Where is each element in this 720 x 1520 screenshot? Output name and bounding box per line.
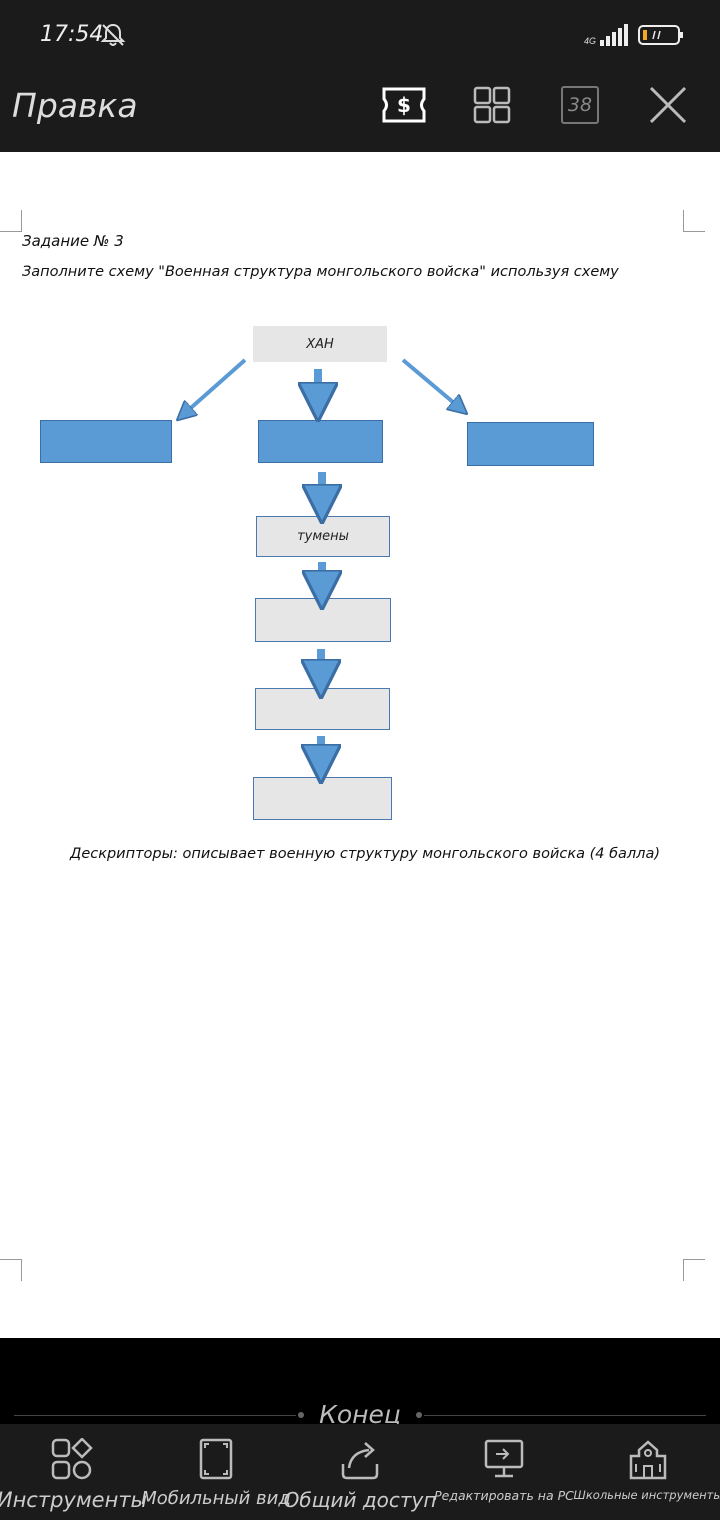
close-icon (649, 86, 687, 124)
page-count: 38 (561, 86, 599, 124)
end-divider-right (424, 1415, 706, 1416)
share-button[interactable]: Общий доступ (284, 1424, 436, 1520)
crop-mark (683, 210, 705, 232)
crop-mark (0, 210, 22, 232)
tumens-box: тумены (256, 516, 390, 557)
end-dot-left (298, 1412, 304, 1418)
network-type: 4G (583, 36, 596, 46)
arrow-to-left (184, 358, 247, 414)
top-toolbar: Правка $ 38 (0, 70, 720, 152)
share-icon (341, 1442, 379, 1480)
military-structure-diagram: ХАН тумены (0, 152, 720, 912)
mobile-view-icon (199, 1438, 233, 1480)
blue-box-left (40, 420, 172, 463)
diagram-arrows (0, 358, 720, 912)
tools-label: Инструменты (0, 1488, 148, 1512)
status-indicators: 4G (584, 20, 684, 50)
school-icon (629, 1440, 667, 1480)
arrow-to-right (401, 358, 460, 408)
bottom-toolbar: Инструменты Мобильный вид Общий доступ Р… (0, 1424, 720, 1520)
status-bar: 17:54 4G (0, 0, 720, 70)
edit-on-pc-button[interactable]: Редактировать на PC (432, 1424, 576, 1520)
end-of-document: Конец (0, 1338, 720, 1429)
battery-icon (638, 25, 683, 45)
close-button[interactable] (644, 82, 692, 128)
mobile-view-button[interactable]: Мобильный вид (141, 1424, 291, 1520)
network-indicator: 4G (584, 24, 628, 46)
bell-off-icon (100, 23, 126, 46)
edit-on-pc-label: Редактировать на PC (434, 1488, 574, 1503)
task-instruction: Заполните схему "Военная структура монго… (22, 264, 619, 280)
status-time: 17:54 (40, 22, 104, 47)
edit-title-button[interactable]: Правка (12, 86, 138, 125)
tools-button[interactable]: Инструменты (0, 1424, 148, 1520)
end-divider-left (14, 1415, 296, 1416)
document-page[interactable]: Задание № 3 Заполните схему "Военная стр… (0, 152, 720, 1338)
mobile-view-label: Мобильный вид (141, 1488, 291, 1509)
share-label: Общий доступ (283, 1488, 437, 1512)
khan-box: ХАН (253, 326, 387, 362)
monitor-icon (484, 1439, 524, 1478)
school-tools-label: Школьные инструменты (573, 1488, 720, 1502)
school-tools-button[interactable]: Школьные инструменты (573, 1424, 720, 1520)
end-dot-right (416, 1412, 422, 1418)
task-number: Задание № 3 (22, 232, 124, 250)
grid-icon (473, 86, 511, 124)
signal-icon (600, 24, 628, 46)
premium-button[interactable]: $ (380, 82, 428, 128)
dollar-ticket-icon: $ (382, 87, 426, 123)
crop-mark (0, 1259, 22, 1281)
descriptors-text: Дескрипторы: описывает военную структуру… (70, 846, 660, 862)
svg-text:$: $ (397, 93, 411, 117)
grid-view-button[interactable] (468, 82, 516, 128)
tools-icon (51, 1438, 93, 1480)
pages-button[interactable]: 38 (556, 82, 604, 128)
blue-box-right (467, 422, 594, 466)
crop-mark (683, 1259, 705, 1281)
